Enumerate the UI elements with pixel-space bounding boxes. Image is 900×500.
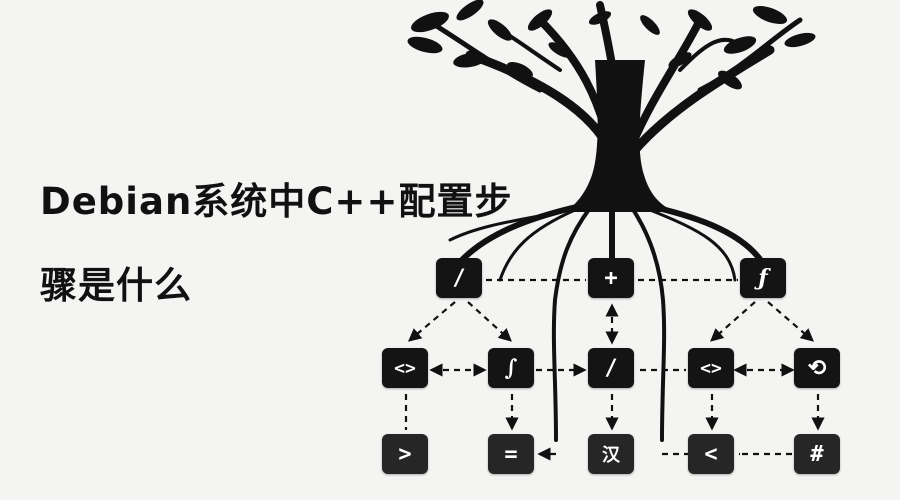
title-line-2: 骤是什么 xyxy=(40,264,192,307)
node-function: ƒ xyxy=(740,258,786,298)
node-hash: # xyxy=(794,434,840,474)
node-equals: = xyxy=(488,434,534,474)
node-angle-right: <> xyxy=(688,348,734,388)
node-angle-left: <> xyxy=(382,348,428,388)
tree-roots xyxy=(448,202,765,442)
node-plus: + xyxy=(588,258,634,298)
node-less-than: < xyxy=(688,434,734,474)
title-line-1: Debian系统中C++配置步 xyxy=(40,180,513,223)
refresh-icon: ⟲ xyxy=(794,348,840,388)
page-title: Debian系统中C++配置步 骤是什么 xyxy=(40,160,520,328)
node-slash-center: / xyxy=(588,348,634,388)
node-greater-than: > xyxy=(382,434,428,474)
node-slash-top: / xyxy=(436,258,482,298)
node-integral: ∫ xyxy=(488,348,534,388)
tree-trunk xyxy=(565,60,675,212)
node-han-char: 汉 xyxy=(588,434,634,474)
